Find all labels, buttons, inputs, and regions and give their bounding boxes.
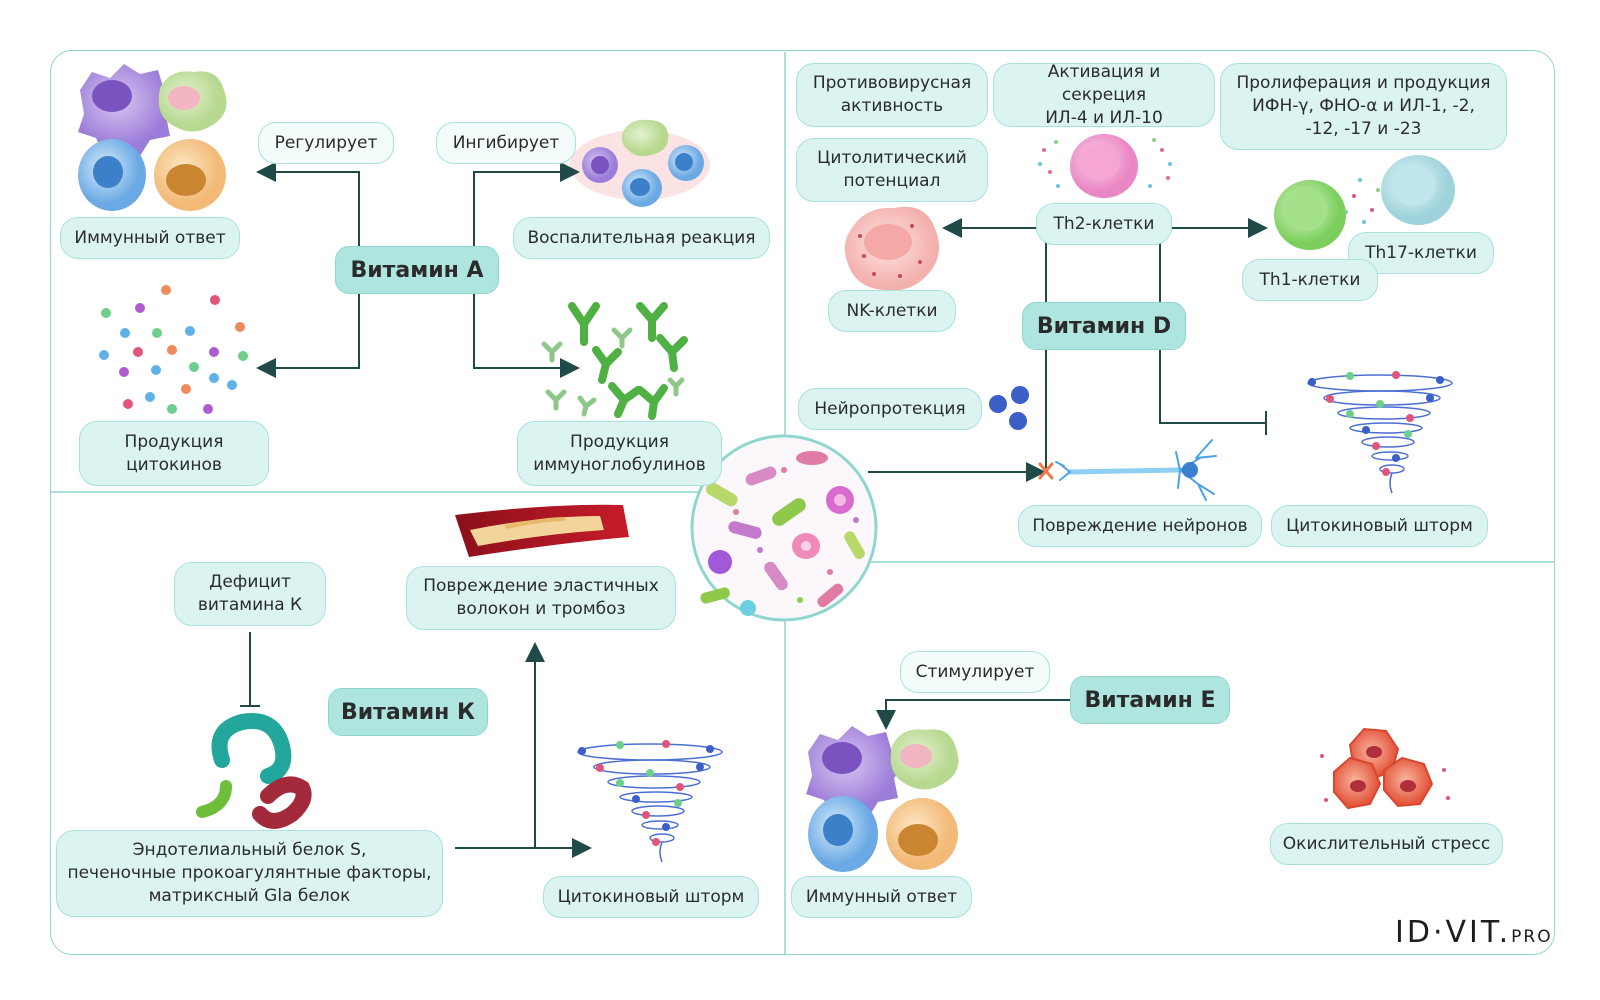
cytokine-production-label: Продукция цитокинов: [79, 421, 269, 486]
th2-cell-icon: [1038, 134, 1172, 198]
cytokines-dots-icon: [99, 285, 248, 414]
brand-logo: ID·VIT.PRO: [1395, 915, 1553, 950]
logo-suffix: PRO: [1511, 927, 1553, 947]
quadrant-dividers: [50, 52, 1555, 955]
inflammation-cells-icon: [570, 119, 710, 207]
immune-response-a-label: Иммунный ответ: [60, 217, 240, 259]
antiviral-label: Противовирусная активность: [796, 63, 988, 127]
vitamin-e-node: Витамин Е: [1070, 676, 1230, 724]
neuron-icon: [1055, 439, 1217, 501]
oxidative-stress-label: Окислительный стресс: [1270, 823, 1503, 865]
th1-th17-cells-icon: [1274, 155, 1455, 250]
vitamin-e-connectors: [876, 699, 1070, 730]
cytokine-storm-d-label: Цитокиновый шторм: [1271, 505, 1488, 547]
ig-production-label: Продукция иммуноглобулинов: [517, 421, 722, 486]
inflammation-label: Воспалительная реакция: [513, 217, 770, 259]
vitamin-k-connectors: [240, 632, 592, 858]
cytokine-storm-icon-d: [1307, 374, 1453, 494]
immune-cells-icon-e: [806, 726, 959, 872]
neuron-damage-label: Повреждение нейронов: [1018, 505, 1262, 547]
antibodies-icon: [541, 302, 688, 420]
cytokine-storm-dots-d: [1308, 371, 1444, 476]
regulates-label: Регулирует: [258, 122, 394, 164]
nk-label: NK-клетки: [828, 290, 956, 332]
outer-frame: [50, 50, 1555, 955]
proliferation-label: Пролиферация и продукция ИФН-γ, ФНО-α и …: [1220, 63, 1507, 150]
oxidative-damaged-cells-icon: [1320, 727, 1450, 810]
elastic-damage-label: Повреждение эластичных волокон и тромбоз: [406, 566, 676, 630]
logo-main: ID·VIT.: [1395, 915, 1512, 950]
vitamin-a-node: Витамин А: [335, 246, 499, 294]
nk-cell-icon: [844, 206, 940, 291]
vitamin-d-connectors: [868, 218, 1268, 482]
cytokine-storm-icon-k: [577, 743, 723, 863]
inhibits-label: Ингибирует: [436, 122, 576, 164]
neuroprotection-label: Нейропротекция: [798, 388, 982, 430]
k-proteins-label: Эндотелиальный белок S, печеночные проко…: [56, 830, 443, 917]
neuroprotection-molecule-icon: [989, 386, 1029, 430]
th1-label: Th1-клетки: [1242, 259, 1378, 301]
stimulates-label: Стимулирует: [900, 651, 1050, 693]
pathogens-circle-icon: [690, 434, 878, 622]
vitamin-a-connectors: [256, 162, 580, 378]
protein-icon: [196, 713, 312, 829]
vitamin-d-node: Витамин D: [1022, 302, 1186, 350]
immune-cells-icon-a: [78, 64, 227, 211]
immune-response-e-label: Иммунный ответ: [791, 876, 972, 918]
k-deficiency-label: Дефицит витамина К: [174, 562, 326, 626]
cytolytic-label: Цитолитический потенциал: [796, 138, 988, 202]
cytokine-storm-k-label: Цитокиновый шторм: [543, 876, 759, 918]
cytokine-storm-dots-k: [578, 740, 714, 846]
il4-il10-label: Активация и секреция ИЛ-4 и ИЛ-10: [993, 62, 1215, 128]
vitamin-k-node: Витамин К: [328, 688, 488, 736]
blood-vessel-thrombus-icon: [455, 504, 629, 557]
th2-label: Th2-клетки: [1036, 203, 1172, 245]
inhibit-cross-icon: [1038, 462, 1054, 480]
